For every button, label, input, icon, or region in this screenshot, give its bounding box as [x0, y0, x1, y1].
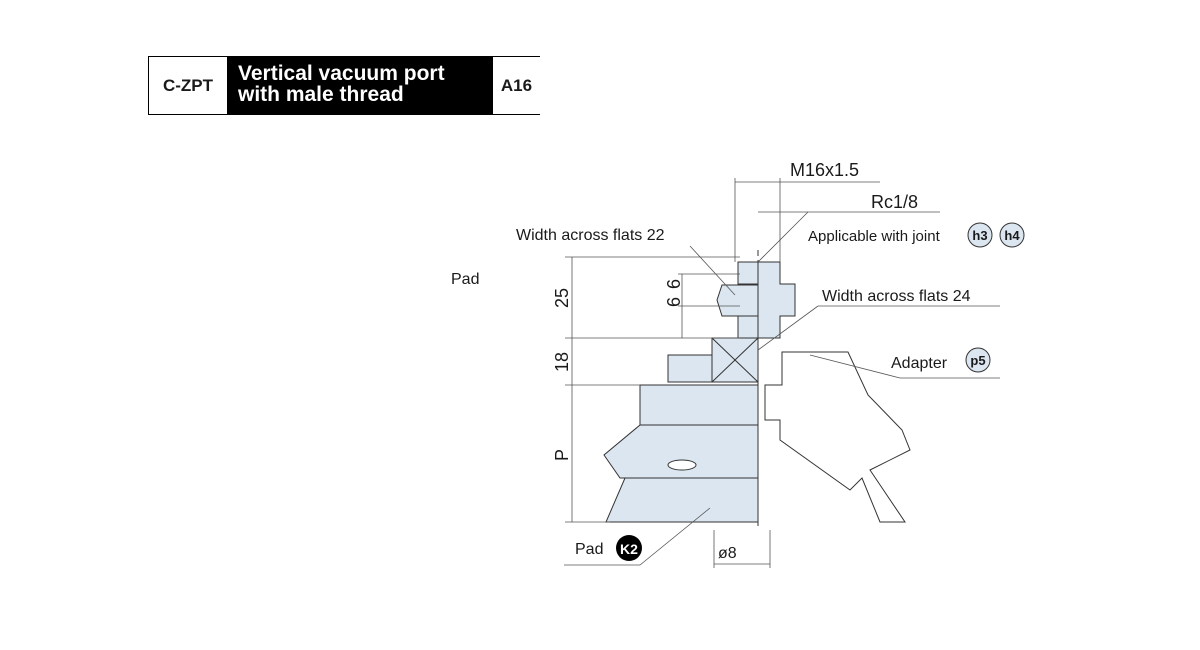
svg-text:h4: h4	[1004, 228, 1020, 243]
pad-upper	[639, 384, 759, 426]
adapter-body	[667, 354, 713, 383]
description-line-1: Vertical vacuum port	[238, 62, 445, 85]
badge-k2: K2	[616, 535, 642, 561]
dim-6-upper: 6	[664, 279, 684, 289]
label-diameter: ø8	[718, 545, 737, 562]
label-adapter: Adapter	[891, 355, 948, 372]
section-pad	[764, 351, 911, 523]
svg-text:p5: p5	[970, 353, 985, 368]
dim-18: 18	[552, 352, 572, 372]
page-code: A16	[500, 75, 533, 95]
model-code: C-ZPT	[148, 57, 227, 114]
badge-h3: h3	[967, 222, 993, 248]
dim-25: 25	[552, 288, 572, 308]
svg-text:h3: h3	[972, 228, 987, 243]
nut-shank	[737, 315, 759, 339]
nut-upper	[716, 284, 759, 317]
label-flats-24: Width across flats 24	[822, 288, 971, 305]
label-applicable: Applicable with joint	[808, 228, 941, 245]
thread-stem	[737, 261, 759, 285]
label-thread: M16x1.5	[790, 160, 859, 180]
badge-h4: h4	[999, 222, 1025, 248]
label-port: Rc1/8	[871, 192, 918, 212]
dim-p: P	[552, 449, 572, 461]
section-thread	[757, 261, 796, 339]
badge-p5: p5	[965, 347, 991, 373]
product-description: Vertical vacuum port with male thread	[227, 57, 493, 114]
label-pad: Pad	[575, 541, 603, 558]
description-line-2: with male thread	[238, 83, 404, 106]
pad-skirt	[605, 477, 759, 523]
svg-text:K2: K2	[620, 541, 638, 557]
label-flats-22: Width across flats 22	[516, 227, 665, 244]
dim-6-lower: 6	[664, 297, 684, 307]
side-label-pad: Pad	[451, 271, 480, 288]
vent-slot	[667, 459, 697, 471]
title-block: C-ZPT Vertical vacuum port with male thr…	[148, 56, 540, 115]
